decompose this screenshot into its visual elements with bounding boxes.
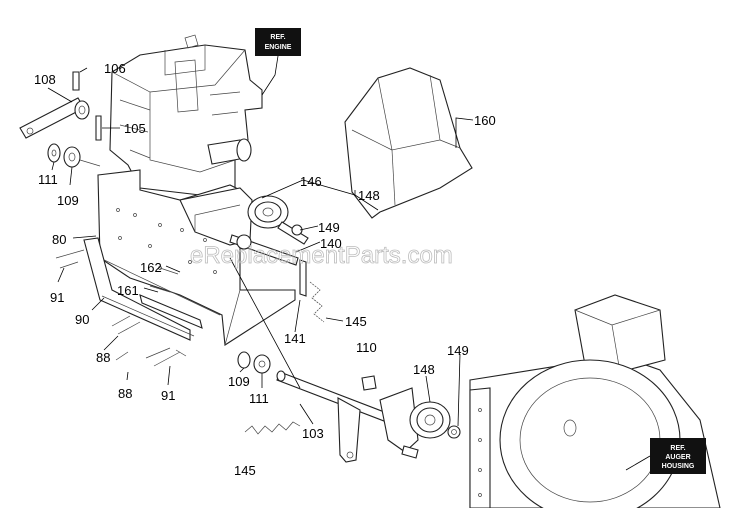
part-label-145: 145 [234,463,256,478]
engine-drawing [109,34,263,196]
spring-145-drawing [244,421,301,435]
belt-cover-drawing [344,67,473,219]
part-label-146: 146 [300,174,322,189]
part-label-110: 110 [356,340,377,355]
frame-plate-drawing [97,169,296,346]
part-label-111: 111 [38,172,58,187]
ref-auger-line2: AUGER [665,454,690,461]
part-label-161: 161 [117,283,139,298]
part-label-141: 141 [284,331,306,346]
ref-auger-line1: REF. [670,445,685,452]
part-label-109: 109 [57,193,79,208]
axle-108-drawing [19,71,102,168]
auger-housing-drawing [469,294,721,508]
part-labels: 106 108 105 111 109 160 146 148 149 140 … [34,61,496,478]
part-label-149: 149 [447,343,469,358]
ref-engine-line1: REF. [270,34,285,41]
part-label-90: 90 [75,312,89,327]
part-label-103: 103 [302,426,324,441]
part-label-91: 91 [161,388,175,403]
part-label-88: 88 [96,350,110,365]
watermark-text: eReplacementParts.com [190,242,453,269]
bracket-90-drawing [55,237,203,341]
part-label-160: 160 [474,113,496,128]
part-label-111: 111 [249,391,269,406]
ref-auger-box: REF. AUGER HOUSING [625,438,706,474]
rod-145-drawing [299,259,325,323]
part-label-145: 145 [345,314,367,329]
part-label-108: 108 [34,72,56,87]
hardware-88-91-drawing [59,261,187,367]
part-label-91: 91 [50,290,64,305]
part-label-148: 148 [358,188,380,203]
part-label-105: 105 [124,121,146,136]
part-label-162: 162 [140,260,162,275]
part-label-140: 140 [320,236,342,251]
leader-lines [47,67,474,427]
ref-auger-line3: HOUSING [662,463,695,470]
part-label-109: 109 [228,374,250,389]
ref-engine-box: REF. ENGINE [255,28,301,96]
part-label-149: 149 [318,220,340,235]
part-label-80: 80 [52,232,66,247]
part-label-88: 88 [118,386,132,401]
pulley-upper-drawing [229,195,309,266]
ref-engine-line2: ENGINE [265,44,292,51]
shaft-103-drawing [237,351,461,463]
part-label-106: 106 [104,61,126,76]
part-label-148: 148 [413,362,435,377]
